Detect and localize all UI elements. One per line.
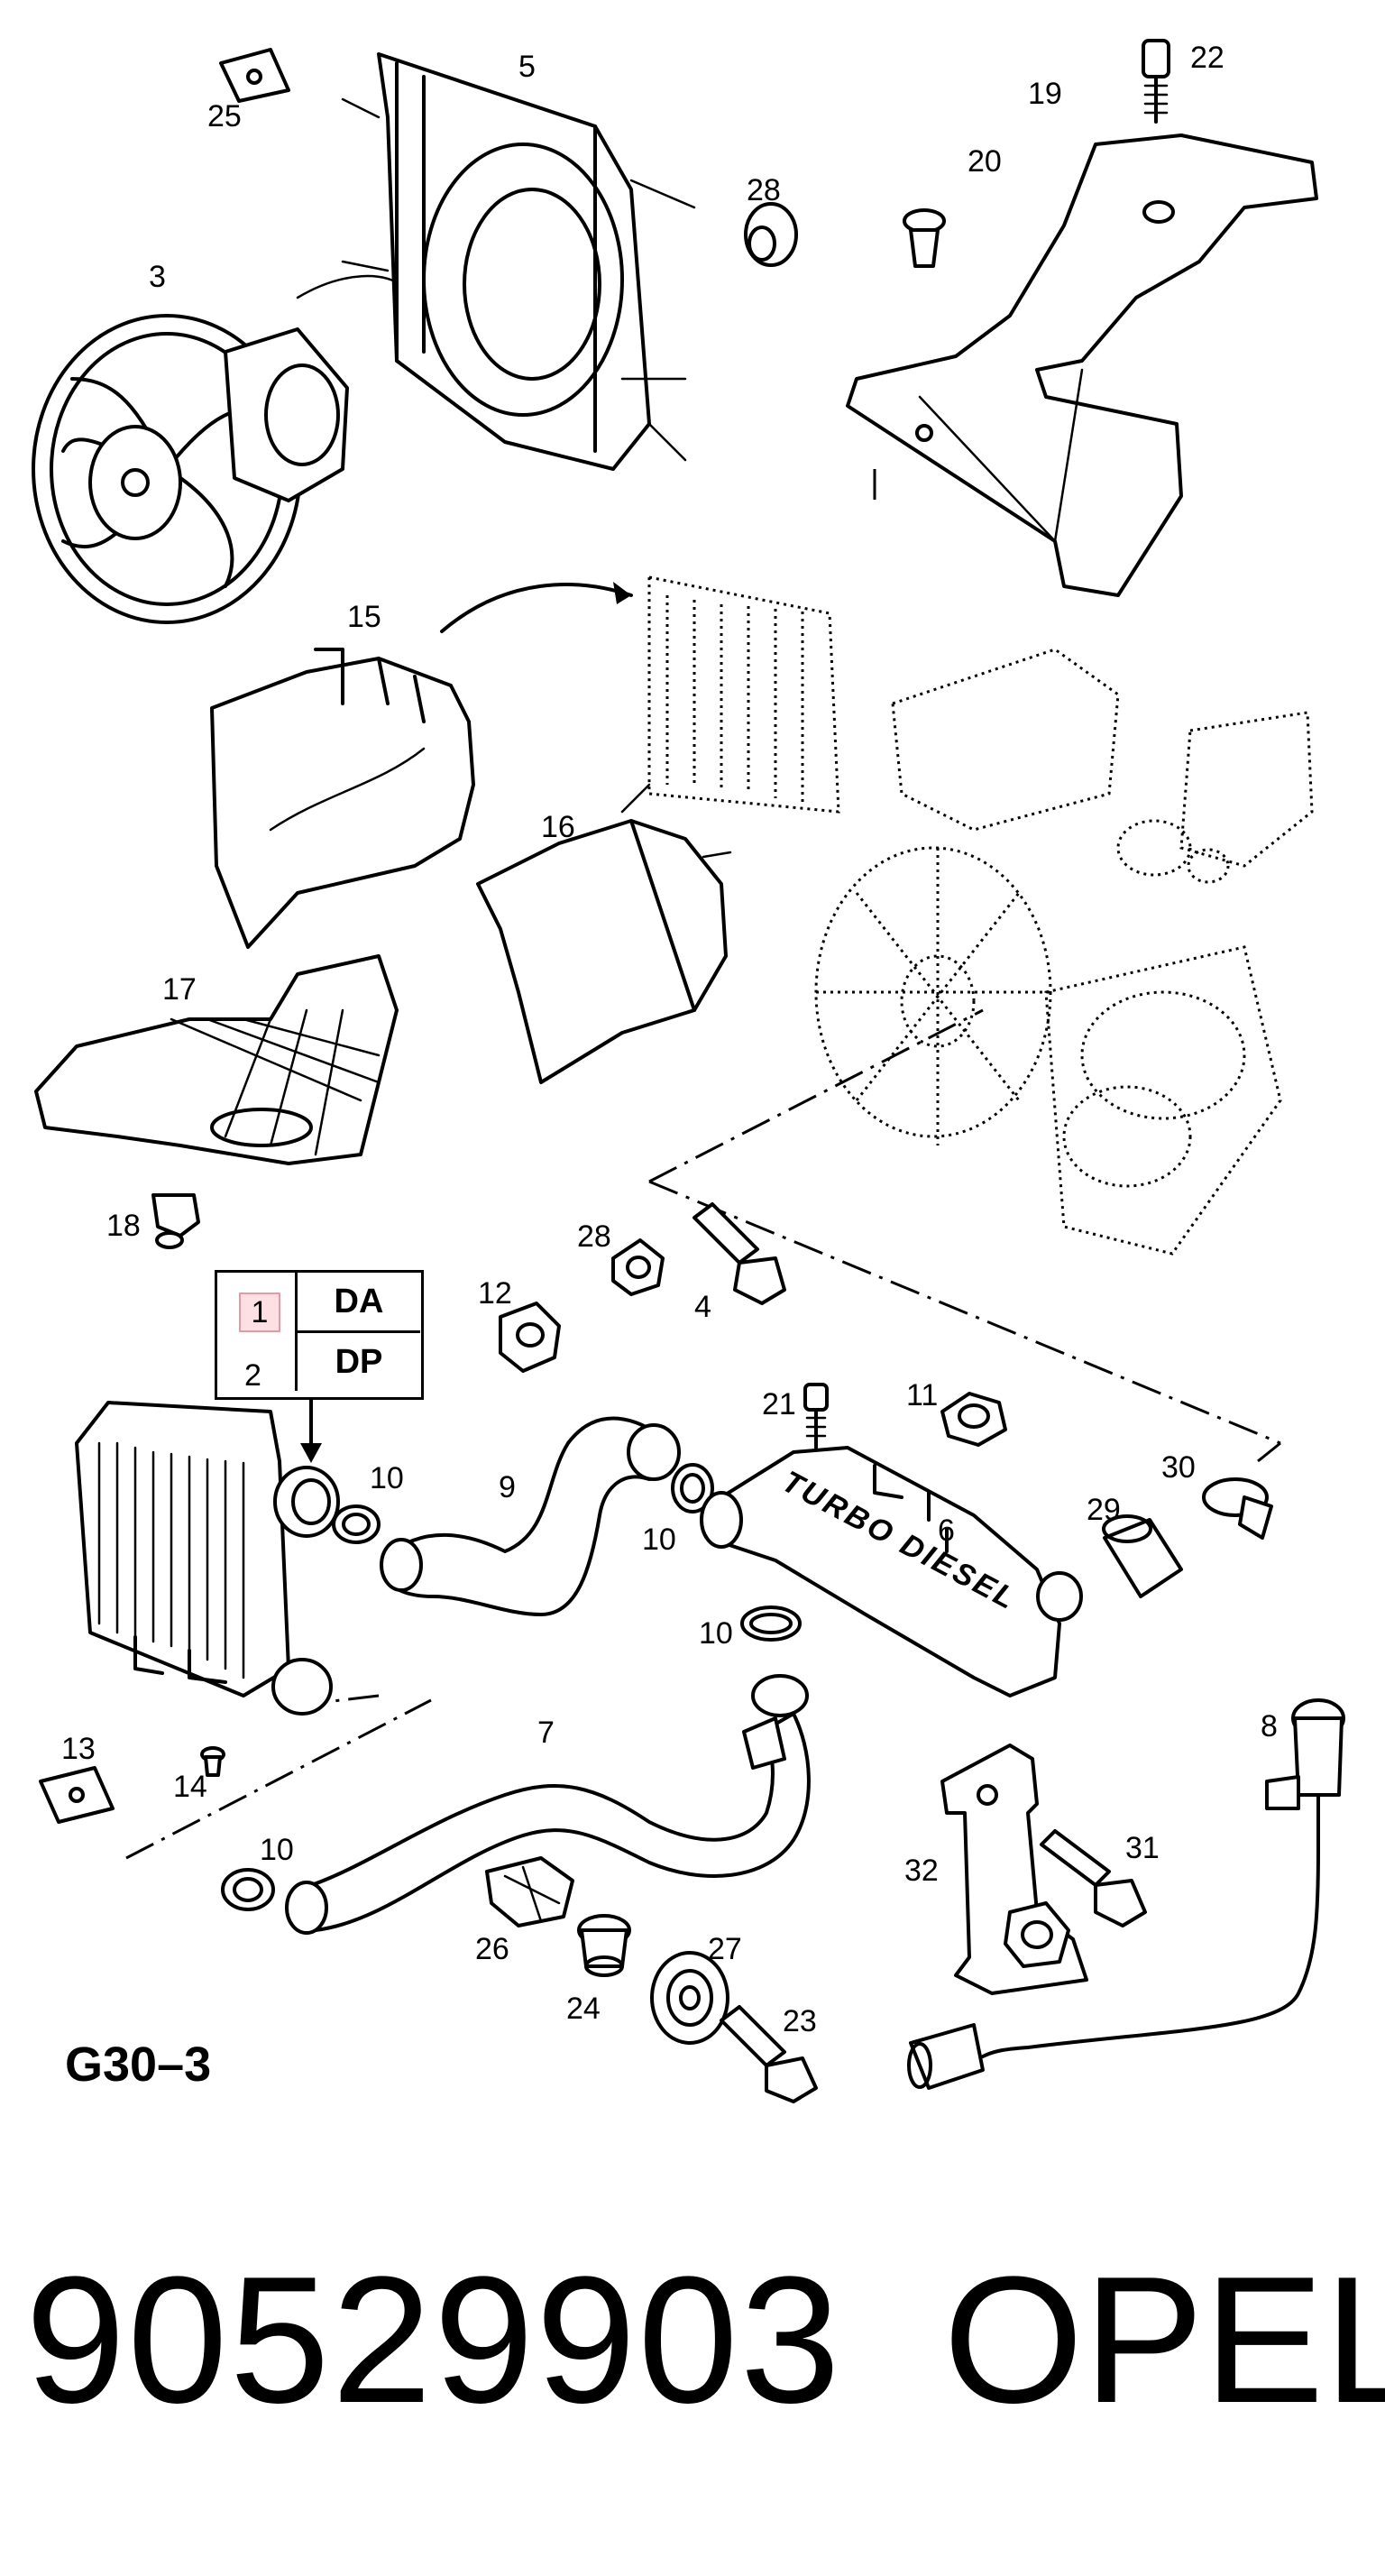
- callout-11: 11: [906, 1378, 938, 1412]
- callout-22: 22: [1190, 41, 1224, 75]
- callout-17: 17: [162, 972, 197, 1007]
- callout-24: 24: [566, 1992, 601, 2026]
- part-6-charge-air-pipe: [700, 1446, 1083, 1697]
- callout-15: 15: [347, 600, 381, 634]
- part-23-bolt: [720, 2005, 818, 2103]
- variant-table: 1 2 DA DP: [215, 1270, 424, 1400]
- leader-line-engine: [648, 1008, 1281, 1463]
- callout-7: 7: [537, 1716, 555, 1750]
- callout-14: 14: [173, 1770, 207, 1804]
- callout-10: 10: [370, 1461, 404, 1495]
- callout-8: 8: [1261, 1709, 1278, 1743]
- part-28-grommet-top: [744, 202, 798, 267]
- part-18-plug: [151, 1193, 200, 1249]
- part-28-grommet-mid: [611, 1238, 665, 1296]
- callout-27: 27: [708, 1932, 742, 1966]
- part-5-fan-shroud: [341, 52, 696, 471]
- variant-2-label: DP: [295, 1333, 420, 1391]
- part-29-sleeve: [1102, 1514, 1183, 1598]
- callout-5: 5: [518, 50, 536, 84]
- callout-10: 10: [260, 1833, 294, 1867]
- part-26-bracket: [485, 1856, 574, 1927]
- part-10-hose-clamp-c: [740, 1605, 802, 1642]
- part-14-pin: [200, 1746, 225, 1777]
- callout-25: 25: [207, 99, 242, 133]
- part-16-air-duct: [476, 783, 732, 1084]
- callout-3: 3: [149, 260, 166, 294]
- callout-12: 12: [478, 1276, 512, 1311]
- variant-1-number: 1: [239, 1293, 280, 1332]
- callout-18: 18: [106, 1209, 141, 1243]
- callout-16: 16: [541, 810, 575, 844]
- part-30-clamp: [1202, 1477, 1273, 1540]
- part-17-air-guide: [34, 954, 399, 1165]
- callout-23: 23: [783, 2004, 817, 2038]
- engine-background-phantom: [647, 575, 1314, 1256]
- part-15-air-duct: [210, 648, 475, 949]
- callout-10: 10: [699, 1616, 733, 1651]
- part-10-hose-clamp-b: [671, 1463, 714, 1513]
- brand-name: OPEL: [943, 2240, 1385, 2441]
- arrow-head: [300, 1443, 322, 1463]
- callout-28: 28: [577, 1219, 611, 1254]
- part-27-rubber-mount: [650, 1951, 729, 2045]
- part-24-bushing: [577, 1914, 631, 1977]
- part-4-bolt: [692, 1202, 786, 1305]
- part-7-lower-hose: [285, 1674, 811, 1935]
- callout-labels: 3 4 5 6 7 8 9 10 10 10 10 11 12 13 14 15…: [61, 41, 1278, 2038]
- part-21-bolt: [803, 1383, 829, 1449]
- callout-6: 6: [938, 1513, 955, 1548]
- callout-31: 31: [1125, 1831, 1160, 1865]
- part-22-bolt: [1142, 39, 1170, 124]
- part-9-charge-air-hose: [380, 1416, 681, 1616]
- part-10-hose-clamp-a: [332, 1504, 381, 1544]
- callout-32: 32: [904, 1854, 939, 1888]
- callout-30: 30: [1161, 1450, 1196, 1485]
- variant-2-number: 2: [244, 1358, 261, 1393]
- part-20-push-pin: [903, 208, 946, 268]
- part-25-clip: [219, 48, 290, 103]
- part-3-cooling-fan: [32, 274, 408, 624]
- part-31-bolt: [1040, 1829, 1147, 1927]
- callout-26: 26: [475, 1932, 509, 1966]
- callout-9: 9: [499, 1470, 516, 1504]
- callout-13: 13: [61, 1732, 96, 1766]
- part-11-nut: [940, 1392, 1007, 1447]
- callout-20: 20: [968, 144, 1002, 179]
- callout-19: 19: [1028, 77, 1062, 111]
- part-12-nut: [499, 1302, 561, 1373]
- callout-28: 28: [747, 173, 781, 207]
- part-32-mounting-bracket: [940, 1743, 1088, 1995]
- callout-10: 10: [642, 1523, 676, 1557]
- callout-21: 21: [762, 1387, 796, 1421]
- arrow-head: [613, 582, 631, 604]
- part-10-hose-clamp-d: [221, 1868, 275, 1911]
- part-8-sensor: [907, 1698, 1345, 2090]
- part-19-heat-shield: [846, 133, 1318, 597]
- callout-4: 4: [694, 1290, 711, 1324]
- arrow-15-to-radiator: [440, 583, 633, 633]
- part-13-clip: [39, 1766, 115, 1824]
- part-number: 90529903: [25, 2240, 842, 2441]
- variant-1-label: DA: [295, 1273, 420, 1333]
- intercooler-assembly: [75, 1401, 340, 1716]
- callout-29: 29: [1087, 1493, 1121, 1527]
- diagram-code: G30–3: [65, 2038, 212, 2092]
